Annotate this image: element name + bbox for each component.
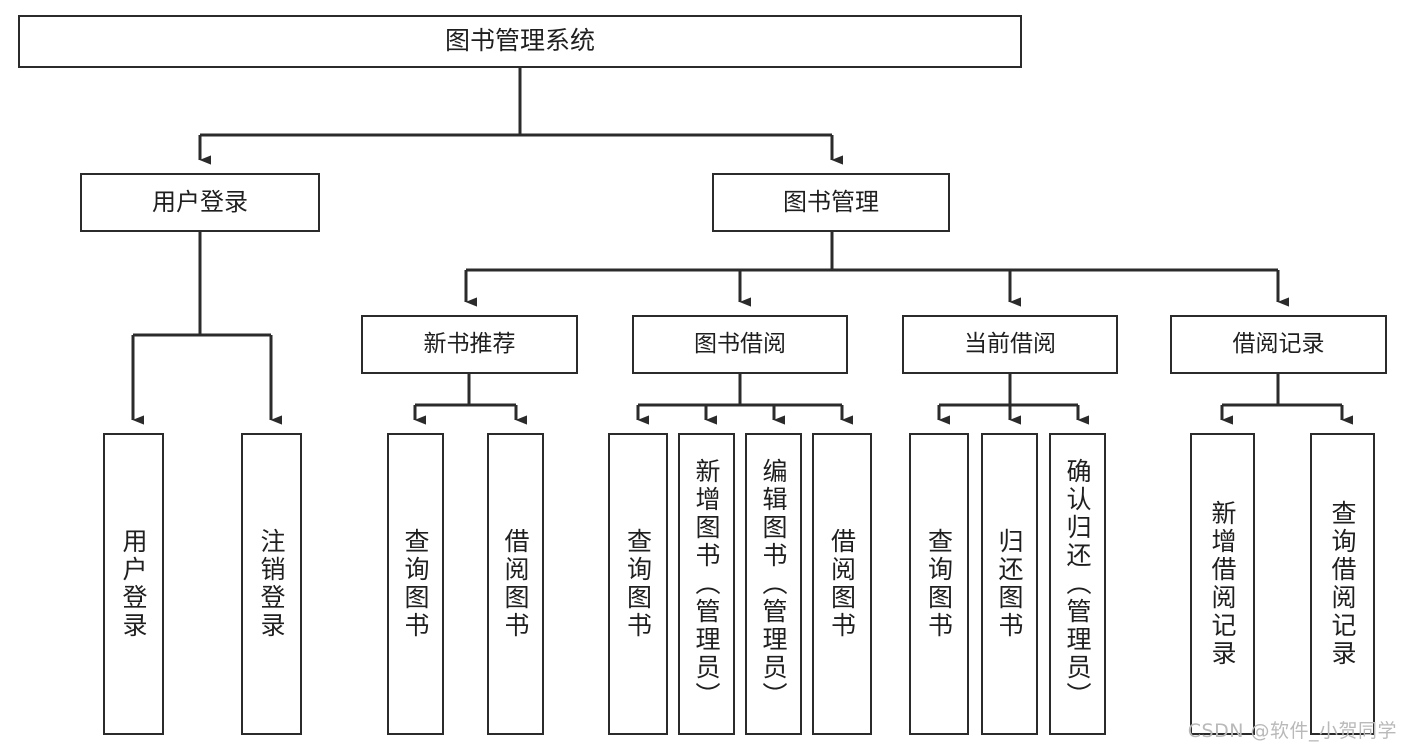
leaf-node-label: 查询图书 <box>924 528 954 640</box>
leaf-node-inner: 确认归还（管理员） <box>1051 435 1104 733</box>
node-book-management[interactable]: 图书管理 <box>712 173 950 232</box>
leaf-node-label: 新增图书（管理员） <box>692 458 721 710</box>
leaf-node-inner: 查询借阅记录 <box>1312 435 1373 733</box>
leaf-node[interactable]: 归还图书 <box>981 433 1038 735</box>
leaf-node[interactable]: 借阅图书 <box>812 433 872 735</box>
leaf-node-inner: 编辑图书（管理员） <box>747 435 800 733</box>
leaf-node[interactable]: 查询图书 <box>608 433 668 735</box>
leaf-node-inner: 借阅图书 <box>814 435 870 733</box>
leaf-node-label: 查询借阅记录 <box>1328 500 1357 668</box>
leaf-node-inner: 用户登录 <box>105 435 162 733</box>
node-new-book-recommend-label: 新书推荐 <box>423 331 516 358</box>
csdn-watermark: CSDN @软件_小贺同学 <box>1187 720 1397 742</box>
leaf-node-inner: 归还图书 <box>983 435 1036 733</box>
node-user-login-label: 用户登录 <box>152 187 248 216</box>
leaf-node-inner: 借阅图书 <box>489 435 542 733</box>
node-current-borrow-label: 当前借阅 <box>964 331 1056 358</box>
connector-records-to-leaves <box>1220 374 1353 425</box>
leaf-node-label: 注销登录 <box>257 528 286 640</box>
leaf-node[interactable]: 查询借阅记录 <box>1310 433 1375 735</box>
leaf-node-inner: 查询图书 <box>911 435 967 733</box>
leaf-node-label: 查询图书 <box>401 528 430 640</box>
leaf-node-label: 借阅图书 <box>501 528 530 640</box>
connector-current-to-leaves <box>937 374 1089 425</box>
node-root-label: 图书管理系统 <box>444 26 595 56</box>
node-current-borrow[interactable]: 当前借阅 <box>902 315 1118 374</box>
connector-root-to-level1 <box>198 68 843 165</box>
node-book-management-label: 图书管理 <box>783 187 879 216</box>
leaf-node-label: 借阅图书 <box>827 528 857 640</box>
leaf-node-inner: 新增借阅记录 <box>1192 435 1253 733</box>
connector-newbook-to-leaves <box>413 374 527 425</box>
node-book-borrow[interactable]: 图书借阅 <box>632 315 848 374</box>
connector-borrow-to-leaves <box>636 374 853 425</box>
leaf-node-label: 用户登录 <box>119 528 148 640</box>
leaf-node-inner: 新增图书（管理员） <box>680 435 733 733</box>
node-book-borrow-label: 图书借阅 <box>694 331 786 358</box>
leaf-node[interactable]: 借阅图书 <box>487 433 544 735</box>
leaf-node-label: 归还图书 <box>995 528 1024 640</box>
leaf-node[interactable]: 用户登录 <box>103 433 164 735</box>
leaf-node-label: 编辑图书（管理员） <box>759 458 788 710</box>
leaf-node[interactable]: 新增图书（管理员） <box>678 433 735 735</box>
connector-userlogin-to-leaves <box>131 232 282 425</box>
node-new-book-recommend[interactable]: 新书推荐 <box>361 315 578 374</box>
leaf-node[interactable]: 查询图书 <box>387 433 444 735</box>
leaf-node-inner: 查询图书 <box>610 435 666 733</box>
node-borrow-records[interactable]: 借阅记录 <box>1170 315 1387 374</box>
node-user-login[interactable]: 用户登录 <box>80 173 320 232</box>
node-borrow-records-label: 借阅记录 <box>1232 331 1325 358</box>
node-root-system[interactable]: 图书管理系统 <box>18 15 1022 68</box>
leaf-node[interactable]: 新增借阅记录 <box>1190 433 1255 735</box>
leaf-node[interactable]: 查询图书 <box>909 433 969 735</box>
connector-bookmgmt-to-level2 <box>464 232 1289 307</box>
leaf-node-label: 确认归还（管理员） <box>1063 458 1092 710</box>
leaf-node[interactable]: 确认归还（管理员） <box>1049 433 1106 735</box>
leaf-node-label: 查询图书 <box>623 528 653 640</box>
leaf-node-label: 新增借阅记录 <box>1208 500 1237 668</box>
leaf-node[interactable]: 编辑图书（管理员） <box>745 433 802 735</box>
leaf-node-inner: 注销登录 <box>243 435 300 733</box>
leaf-node-inner: 查询图书 <box>389 435 442 733</box>
leaf-node[interactable]: 注销登录 <box>241 433 302 735</box>
